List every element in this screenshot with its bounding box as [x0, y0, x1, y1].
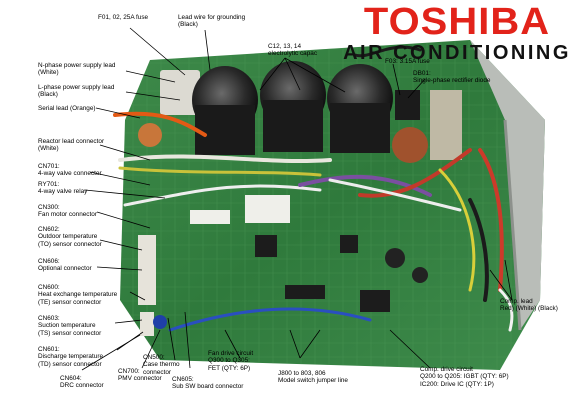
wires [113, 45, 514, 332]
leader-lines [81, 27, 513, 371]
label-comp-drive: Comp. drive circuit Q200 to Q205: IGBT (… [420, 366, 509, 388]
label-cn605: CN605: Sub SW board connector [172, 376, 244, 391]
label-cn700: CN700: PMV connector [118, 368, 162, 383]
label-reactor: Reactor lead connector (White) [38, 138, 105, 153]
brand-title: TOSHIBA [363, 1, 551, 43]
white-connector [190, 210, 230, 224]
label-cn300: CN300: Fan motor connector [38, 204, 97, 219]
rectifier-diode [395, 90, 420, 120]
label-cn603: CN603: Suction temperature (TS) sensor c… [38, 315, 102, 337]
blue-component [153, 315, 167, 329]
ic-chip [340, 235, 358, 253]
label-capacitors: C12, 13, 14 electrolytic capac [268, 43, 318, 58]
ic-chip [255, 235, 277, 257]
label-ground-wire: Lead wire for grounding (Black) [178, 14, 246, 29]
label-cn601: CN601: Discharge temperature (TD) sensor… [38, 346, 104, 368]
label-db01: DB01: Single-phase rectifier diode [413, 70, 491, 85]
connector-bank [140, 312, 154, 336]
black-capacitor [412, 267, 428, 283]
label-j800: J800 to 803, 806 Model switch jumper lin… [278, 370, 348, 385]
label-fan-drive: Fan drive circuit Q300 to Q305: FET (QTY… [208, 350, 254, 372]
label-fuse-f01: F01, 02, 25A fuse [98, 14, 149, 21]
white-relay [245, 195, 290, 223]
frame-edge [503, 119, 522, 331]
label-ry701: RY701: 4-way valve relay [38, 181, 88, 196]
capacitors [192, 61, 393, 155]
heatsink [470, 40, 545, 330]
label-l-phase: L-phase power supply lead (Black) [38, 84, 115, 99]
label-cn600: CN600: Heat exchange temperature (TE) se… [38, 284, 118, 306]
label-fuse-f03: F03: 3.15A fuse [385, 58, 430, 65]
brand-subtitle: AIR CONDITIONING [343, 42, 571, 64]
brand-logo: TOSHIBA AIR CONDITIONING [332, 2, 582, 64]
toroid-coil [392, 127, 428, 163]
label-cn602: CN602: Outdoor temperature (TO) sensor c… [38, 226, 102, 248]
inductor [138, 123, 162, 147]
label-cn500: CN500: Case thermo connector [143, 354, 180, 376]
label-cn606: CN606: Optional connector [38, 258, 92, 273]
line-filter [430, 90, 462, 160]
black-capacitor [385, 248, 405, 268]
label-n-phase: N-phase power supply lead (White) [38, 62, 116, 77]
ic-chip [360, 290, 390, 312]
ic-chip [285, 285, 325, 299]
label-cn701: CN701: 4-way valve connector [38, 163, 102, 178]
label-cn604: CN604: DRC connector [60, 375, 104, 390]
label-comp-lead: Comp. lead Red) (White) (Black) [500, 298, 558, 313]
connector-bank [138, 235, 156, 305]
label-serial-lead: Serial lead (Orange) [38, 105, 96, 112]
